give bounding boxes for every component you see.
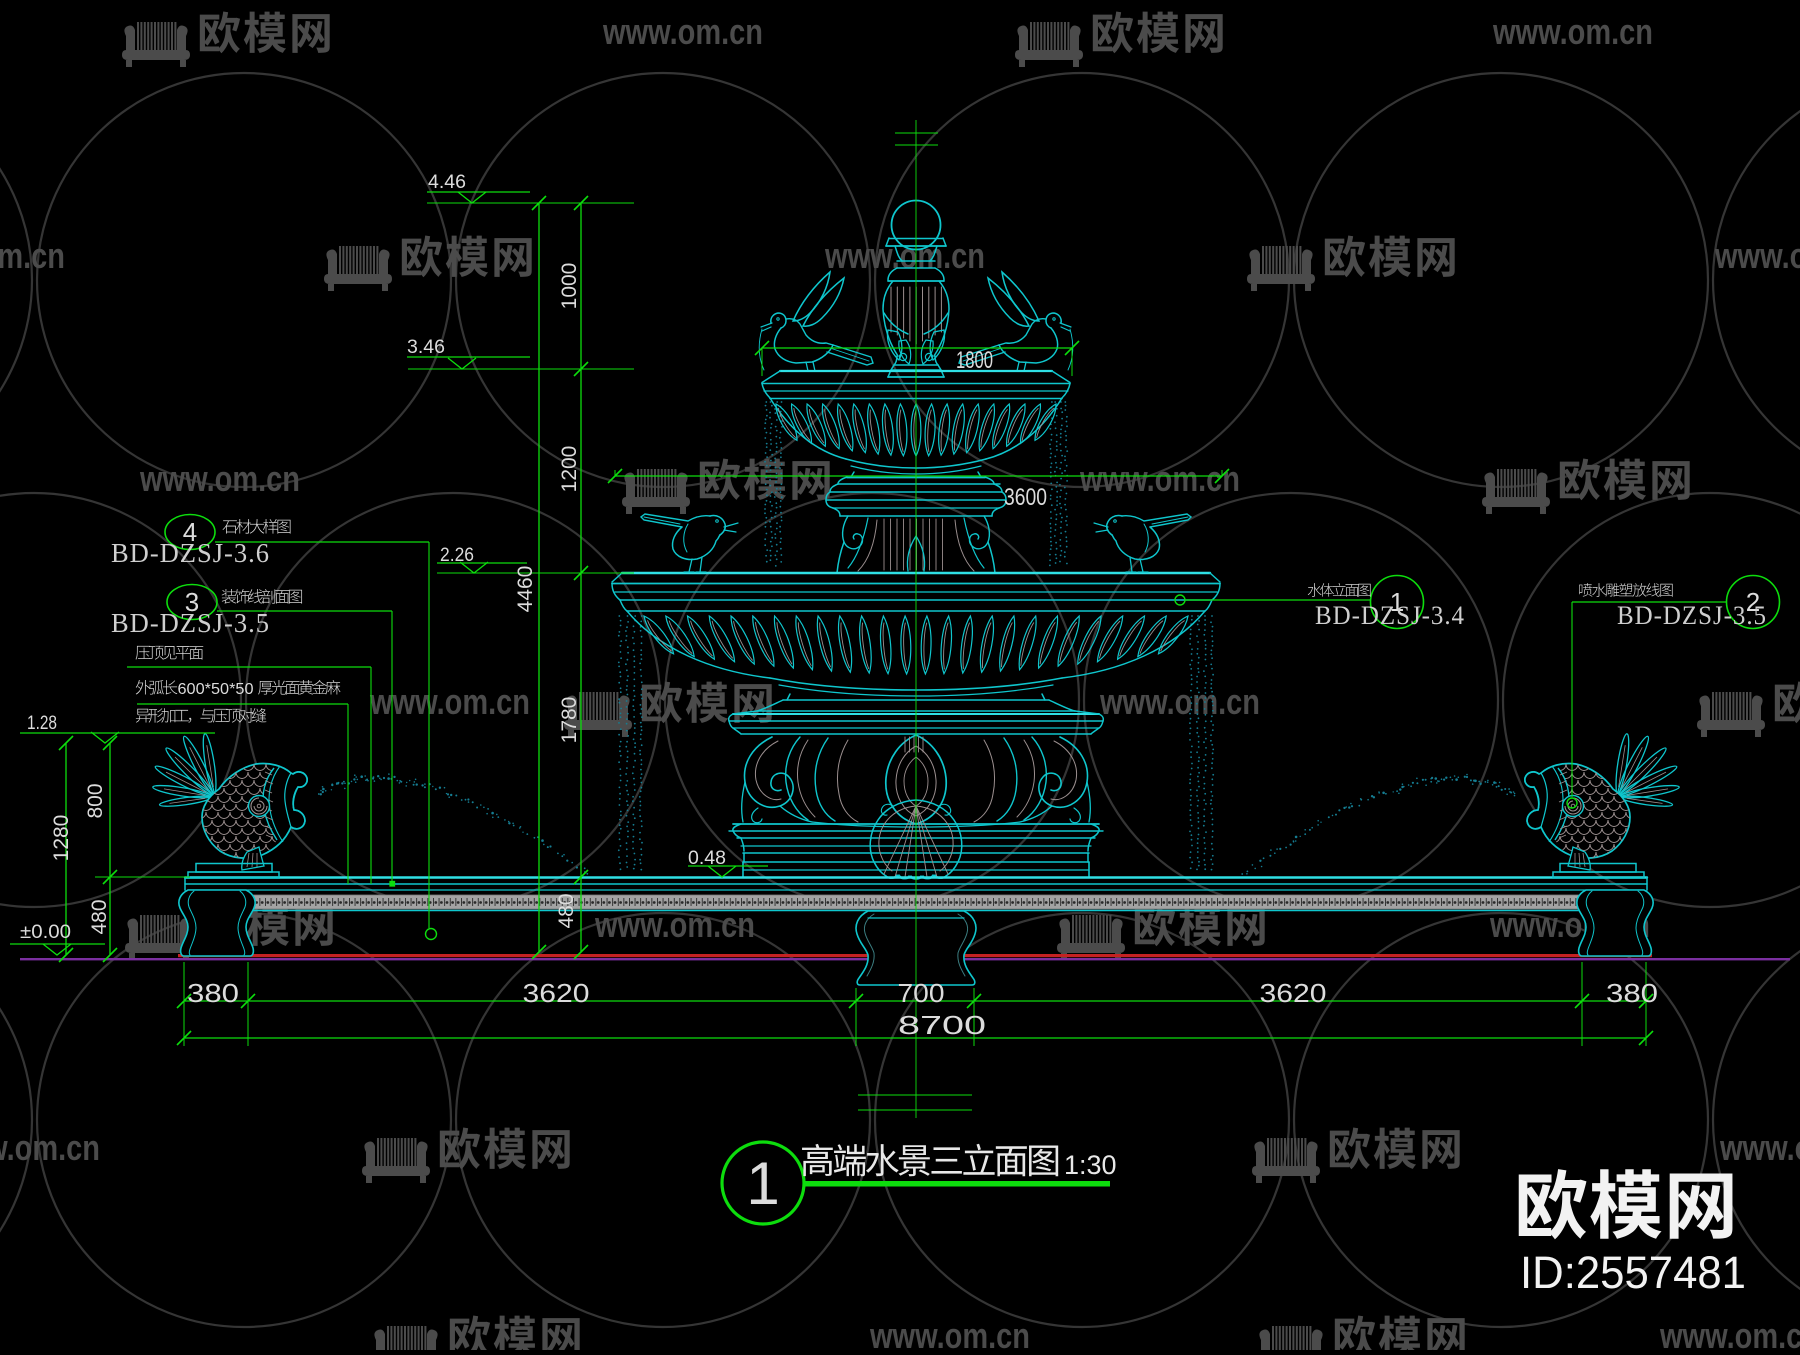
svg-text:3: 3 bbox=[185, 587, 199, 617]
svg-text:380: 380 bbox=[1606, 978, 1658, 1008]
svg-text:4460: 4460 bbox=[514, 566, 537, 613]
svg-text:±0.00: ±0.00 bbox=[20, 922, 71, 943]
svg-text:480: 480 bbox=[88, 899, 111, 934]
svg-text:1000: 1000 bbox=[558, 263, 581, 310]
svg-text:www.om.cn: www.om.cn bbox=[1099, 681, 1260, 722]
svg-text:1: 1 bbox=[746, 1150, 779, 1217]
svg-text:BD-DZSJ-3.4: BD-DZSJ-3.4 bbox=[1315, 601, 1465, 630]
svg-text:2: 2 bbox=[1746, 587, 1760, 617]
svg-text:800: 800 bbox=[84, 783, 107, 818]
svg-text:4: 4 bbox=[183, 517, 197, 547]
svg-text:1: 1 bbox=[1390, 587, 1404, 617]
svg-text:4.46: 4.46 bbox=[428, 172, 466, 193]
svg-text:www.om.cn: www.om.cn bbox=[0, 235, 65, 276]
svg-text:www.om.cn: www.om.cn bbox=[369, 681, 530, 722]
svg-text:www.om.cn: www.om.cn bbox=[1659, 1315, 1800, 1350]
svg-text:380: 380 bbox=[187, 978, 239, 1008]
svg-text:www.om.cn: www.om.cn bbox=[1492, 11, 1653, 52]
svg-text:www.om.cn: www.om.cn bbox=[0, 1127, 100, 1168]
svg-text:www.om.cn: www.om.cn bbox=[1714, 235, 1800, 276]
svg-text:700: 700 bbox=[898, 978, 945, 1008]
svg-text:www.om.cn: www.om.cn bbox=[1079, 458, 1240, 499]
svg-text:8700: 8700 bbox=[898, 1010, 986, 1040]
svg-text:480: 480 bbox=[555, 893, 578, 928]
svg-text:www.om.cn: www.om.cn bbox=[824, 235, 985, 276]
svg-text:BD-DZSJ-3.6: BD-DZSJ-3.6 bbox=[111, 538, 270, 568]
svg-text:3600: 3600 bbox=[1004, 484, 1047, 511]
svg-text:1780: 1780 bbox=[558, 697, 581, 744]
svg-text:www.om.cn: www.om.cn bbox=[869, 1315, 1030, 1350]
svg-text:1800: 1800 bbox=[956, 347, 993, 374]
svg-text:1.28: 1.28 bbox=[27, 713, 57, 734]
svg-text:BD-DZSJ-3.5: BD-DZSJ-3.5 bbox=[111, 608, 270, 638]
svg-text:www.om.cn: www.om.cn bbox=[602, 11, 763, 52]
svg-text:ID:2557481: ID:2557481 bbox=[1520, 1247, 1746, 1298]
svg-text:BD-DZSJ-3.5: BD-DZSJ-3.5 bbox=[1617, 601, 1767, 630]
svg-text:1200: 1200 bbox=[558, 446, 581, 493]
svg-text:0.48: 0.48 bbox=[688, 848, 726, 869]
svg-text:3.46: 3.46 bbox=[407, 337, 445, 358]
svg-text:www.om.cn: www.om.cn bbox=[139, 458, 300, 499]
svg-text:3620: 3620 bbox=[1260, 978, 1327, 1008]
svg-text:1280: 1280 bbox=[50, 815, 73, 862]
svg-text:1:30: 1:30 bbox=[1064, 1150, 1117, 1180]
svg-text:3620: 3620 bbox=[523, 978, 590, 1008]
svg-text:www.om.cn: www.om.cn bbox=[1719, 1127, 1800, 1168]
svg-text:600*50*50: 600*50*50 bbox=[178, 681, 254, 698]
svg-text:2.26: 2.26 bbox=[440, 545, 474, 566]
